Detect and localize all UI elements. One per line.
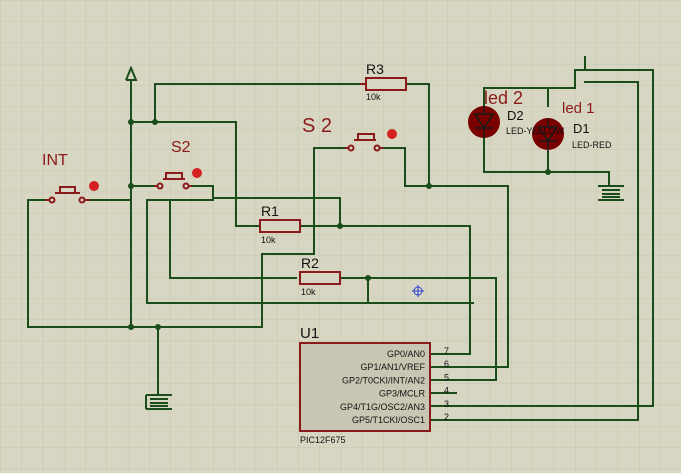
led1-label: led 1 bbox=[562, 100, 595, 117]
junctions bbox=[128, 119, 551, 330]
ic-u1[interactable] bbox=[299, 342, 431, 432]
r1-ref-label: R1 bbox=[261, 203, 279, 219]
ic-pin-name: GP3/MCLR bbox=[379, 389, 426, 399]
r1-value-label: 10k bbox=[261, 235, 276, 245]
ic-pin-name: GP1/AN1/VREF bbox=[360, 362, 425, 372]
resistor-r1[interactable] bbox=[259, 219, 301, 233]
wires bbox=[27, 56, 654, 421]
r2-ref-label: R2 bbox=[301, 255, 319, 271]
ground-icon-left bbox=[145, 394, 172, 410]
int-label: INT bbox=[42, 152, 68, 169]
led-d1[interactable] bbox=[532, 118, 564, 152]
ic-pin-number: 3 bbox=[444, 399, 449, 409]
s2-pushbutton[interactable] bbox=[154, 168, 202, 190]
s2-label: S2 bbox=[171, 139, 191, 156]
resistor-r3[interactable] bbox=[360, 77, 407, 91]
power-terminal-icon[interactable] bbox=[125, 65, 138, 90]
d1-part-label: LED-RED bbox=[572, 140, 612, 150]
button-indicator-icon bbox=[192, 168, 202, 178]
resistor-r2[interactable] bbox=[299, 271, 341, 285]
r3-value-label: 10k bbox=[366, 92, 381, 102]
ic-pin-number: 6 bbox=[444, 359, 449, 369]
d2-ref-label: D2 bbox=[507, 108, 524, 123]
ic-pin-name: GP4/T1G/OSC2/AN3 bbox=[340, 402, 425, 412]
r2-value-label: 10k bbox=[301, 287, 316, 297]
ic-pin-number: 4 bbox=[444, 386, 449, 396]
r3-ref-label: R3 bbox=[366, 61, 384, 77]
led-d2[interactable] bbox=[468, 106, 500, 138]
led2-label: led 2 bbox=[484, 88, 523, 108]
ground-icon-right bbox=[598, 185, 624, 201]
ic-pin-name: GP2/T0CKI/INT/AN2 bbox=[342, 375, 425, 385]
d2-part-label: LED-YELLOW bbox=[506, 126, 565, 136]
u1-ref-label: U1 bbox=[300, 325, 319, 342]
ic-pin-number: 5 bbox=[444, 372, 449, 382]
ic-pin-name: GP0/AN0 bbox=[387, 349, 425, 359]
ic-pin-number: 2 bbox=[444, 412, 449, 422]
crosshair-icon bbox=[412, 285, 424, 297]
button-indicator-icon bbox=[89, 181, 99, 191]
ic-pin-number: 7 bbox=[444, 346, 449, 356]
int-pushbutton[interactable] bbox=[45, 181, 99, 204]
button-indicator-icon bbox=[387, 129, 397, 139]
u1-part-label: PIC12F675 bbox=[300, 435, 346, 445]
d1-ref-label: D1 bbox=[573, 121, 590, 136]
ic-pin-name: GP5/T1CKI/OSC1 bbox=[352, 415, 425, 425]
s2b-label: S 2 bbox=[302, 115, 332, 137]
s2b-pushbutton[interactable] bbox=[345, 129, 397, 152]
